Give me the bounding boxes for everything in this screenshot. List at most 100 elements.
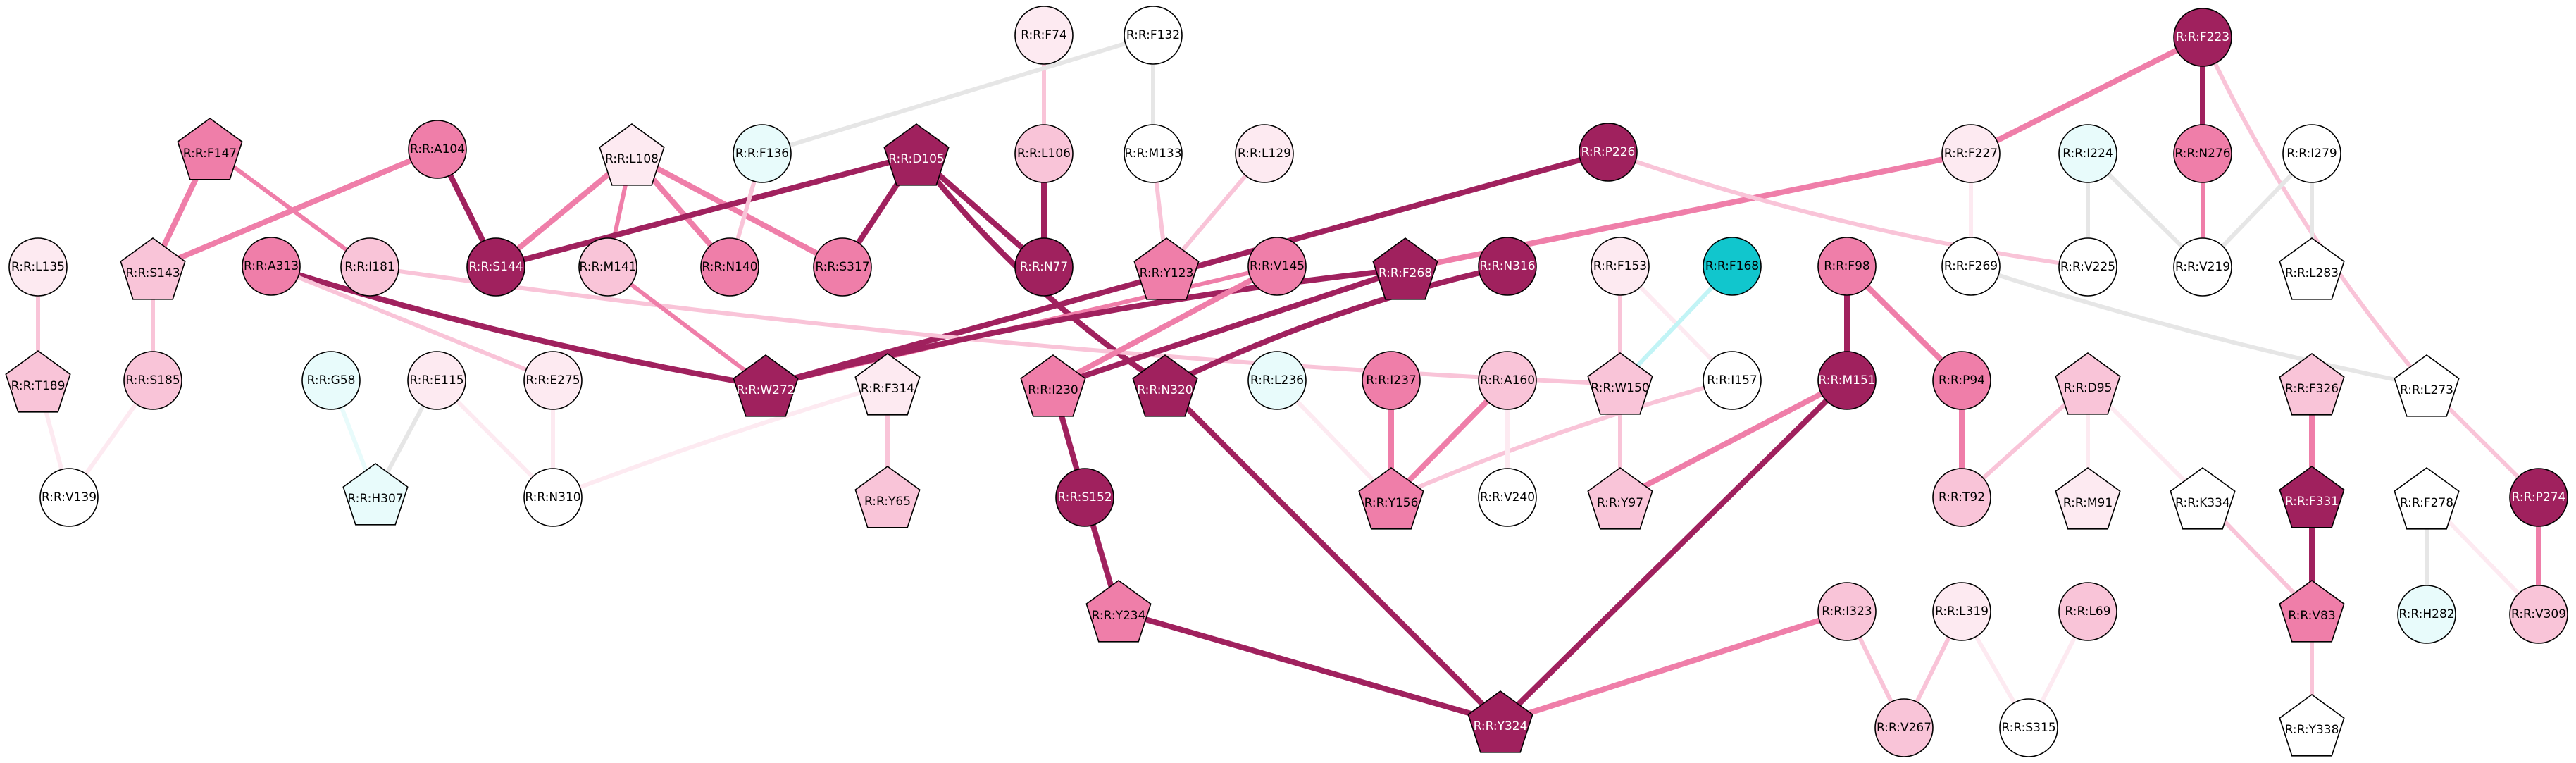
node-circle — [2282, 124, 2341, 183]
node-F223[interactable]: R:R:F223 — [2173, 8, 2232, 67]
node-N316[interactable]: R:R:N316 — [1478, 237, 1537, 296]
node-Y324[interactable]: R:R:Y324 — [1467, 690, 1533, 753]
node-P94[interactable]: R:R:P94 — [1932, 351, 1991, 410]
node-S185[interactable]: R:R:S185 — [123, 351, 182, 410]
node-F136[interactable]: R:R:F136 — [733, 124, 792, 183]
node-label: R:R:P94 — [1939, 373, 1985, 387]
node-F132[interactable]: R:R:F132 — [1124, 6, 1183, 65]
node-N77[interactable]: R:R:N77 — [1014, 237, 1074, 297]
node-W150[interactable]: R:R:W150 — [1587, 352, 1653, 415]
node-N320[interactable]: R:R:N320 — [1132, 354, 1198, 417]
node-L129[interactable]: R:R:L129 — [1235, 124, 1294, 183]
node-I323[interactable]: R:R:I323 — [1817, 582, 1877, 641]
node-circle — [813, 237, 872, 297]
node-F331[interactable]: R:R:F331 — [2279, 466, 2345, 528]
node-F168[interactable]: R:R:F168 — [1703, 237, 1762, 296]
node-Y97[interactable]: R:R:Y97 — [1587, 467, 1653, 530]
node-circle — [1235, 124, 1294, 183]
node-I237[interactable]: R:R:I237 — [1362, 351, 1421, 410]
node-N140[interactable]: R:R:N140 — [700, 237, 759, 297]
node-F269[interactable]: R:R:F269 — [1941, 237, 2001, 296]
node-W272[interactable]: R:R:W272 — [733, 354, 799, 417]
node-V309[interactable]: R:R:V309 — [2509, 585, 2568, 644]
node-label: R:R:Y324 — [1474, 719, 1528, 733]
node-H282[interactable]: R:R:H282 — [2397, 585, 2456, 644]
node-D95[interactable]: R:R:D95 — [2055, 352, 2121, 415]
node-P274[interactable]: R:R:P274 — [2509, 468, 2568, 527]
node-label: R:R:V145 — [1250, 259, 1305, 273]
node-L319[interactable]: R:R:L319 — [1932, 582, 1991, 641]
node-circle — [1478, 468, 1537, 527]
node-V240[interactable]: R:R:V240 — [1478, 468, 1537, 527]
node-A160[interactable]: R:R:A160 — [1478, 351, 1537, 410]
node-label: R:R:E275 — [525, 373, 580, 387]
node-T92[interactable]: R:R:T92 — [1932, 468, 1991, 527]
node-I157[interactable]: R:R:I157 — [1703, 351, 1762, 410]
node-L236[interactable]: R:R:L236 — [1247, 351, 1307, 410]
node-A104[interactable]: R:R:A104 — [408, 120, 467, 179]
node-M133[interactable]: R:R:M133 — [1124, 124, 1183, 183]
node-M151[interactable]: R:R:M151 — [1817, 351, 1877, 410]
node-L108[interactable]: R:R:L108 — [599, 123, 665, 186]
node-F227[interactable]: R:R:F227 — [1941, 124, 2001, 183]
node-Y123[interactable]: R:R:Y123 — [1133, 237, 1200, 300]
node-M141[interactable]: R:R:M141 — [578, 237, 637, 297]
node-V83[interactable]: R:R:V83 — [2279, 580, 2345, 643]
node-F153[interactable]: R:R:F153 — [1591, 237, 1650, 296]
node-K334[interactable]: R:R:K334 — [2170, 467, 2236, 530]
node-label: R:R:I230 — [1028, 383, 1078, 397]
node-F314[interactable]: R:R:F314 — [854, 353, 921, 416]
node-S317[interactable]: R:R:S317 — [813, 237, 872, 297]
node-label: R:R:N77 — [1020, 260, 1068, 274]
node-V145[interactable]: R:R:V145 — [1247, 237, 1307, 296]
node-V267[interactable]: R:R:V267 — [1874, 698, 1934, 757]
node-L69[interactable]: R:R:L69 — [2058, 582, 2117, 641]
node-N276[interactable]: R:R:N276 — [2173, 124, 2232, 183]
node-Y65[interactable]: R:R:Y65 — [854, 466, 921, 528]
edge-L108-S317 — [629, 152, 845, 270]
node-circle — [1932, 351, 1991, 410]
node-D105[interactable]: R:R:D105 — [883, 123, 950, 186]
node-P226[interactable]: R:R:P226 — [1579, 123, 1638, 182]
node-S315[interactable]: R:R:S315 — [1999, 698, 2058, 757]
node-F74[interactable]: R:R:F74 — [1014, 6, 1074, 65]
node-circle — [1124, 124, 1183, 183]
node-V225[interactable]: R:R:V225 — [2058, 237, 2117, 297]
node-F326[interactable]: R:R:F326 — [2279, 353, 2345, 416]
node-Y338[interactable]: R:R:Y338 — [2279, 694, 2345, 757]
node-F278[interactable]: R:R:F278 — [2394, 467, 2460, 530]
node-I230[interactable]: R:R:I230 — [1020, 354, 1086, 417]
node-I181[interactable]: R:R:I181 — [340, 237, 399, 297]
node-L273[interactable]: R:R:L273 — [2394, 354, 2460, 417]
node-N310[interactable]: R:R:N310 — [523, 468, 583, 527]
node-S144[interactable]: R:R:S144 — [466, 237, 525, 297]
node-A313[interactable]: R:R:A313 — [242, 237, 301, 296]
node-T189[interactable]: R:R:T189 — [5, 350, 71, 413]
node-V219[interactable]: R:R:V219 — [2173, 237, 2232, 297]
node-pentagon — [2170, 467, 2236, 530]
node-E275[interactable]: R:R:E275 — [523, 351, 583, 410]
node-I279[interactable]: R:R:I279 — [2282, 124, 2341, 183]
node-M91[interactable]: R:R:M91 — [2055, 467, 2121, 530]
node-F147[interactable]: R:R:F147 — [177, 118, 243, 180]
node-H307[interactable]: R:R:H307 — [342, 463, 409, 526]
node-pentagon — [1587, 352, 1653, 415]
node-L283[interactable]: R:R:L283 — [2279, 237, 2345, 300]
node-L106[interactable]: R:R:L106 — [1014, 124, 1074, 183]
node-Y156[interactable]: R:R:Y156 — [1358, 467, 1424, 530]
node-S143[interactable]: R:R:S143 — [120, 237, 186, 300]
node-G58[interactable]: R:R:G58 — [301, 351, 361, 410]
node-F268[interactable]: R:R:F268 — [1372, 237, 1438, 300]
node-circle — [2058, 237, 2117, 297]
node-V139[interactable]: R:R:V139 — [39, 468, 99, 527]
node-label: R:R:N140 — [702, 260, 757, 274]
node-Y234[interactable]: R:R:Y234 — [1085, 580, 1152, 643]
node-F98[interactable]: R:R:F98 — [1817, 237, 1877, 296]
node-L135[interactable]: R:R:L135 — [8, 237, 68, 297]
node-I224[interactable]: R:R:I224 — [2058, 124, 2117, 183]
node-S152[interactable]: R:R:S152 — [1055, 468, 1114, 527]
node-pentagon — [1467, 690, 1533, 753]
node-E115[interactable]: R:R:E115 — [407, 351, 466, 410]
